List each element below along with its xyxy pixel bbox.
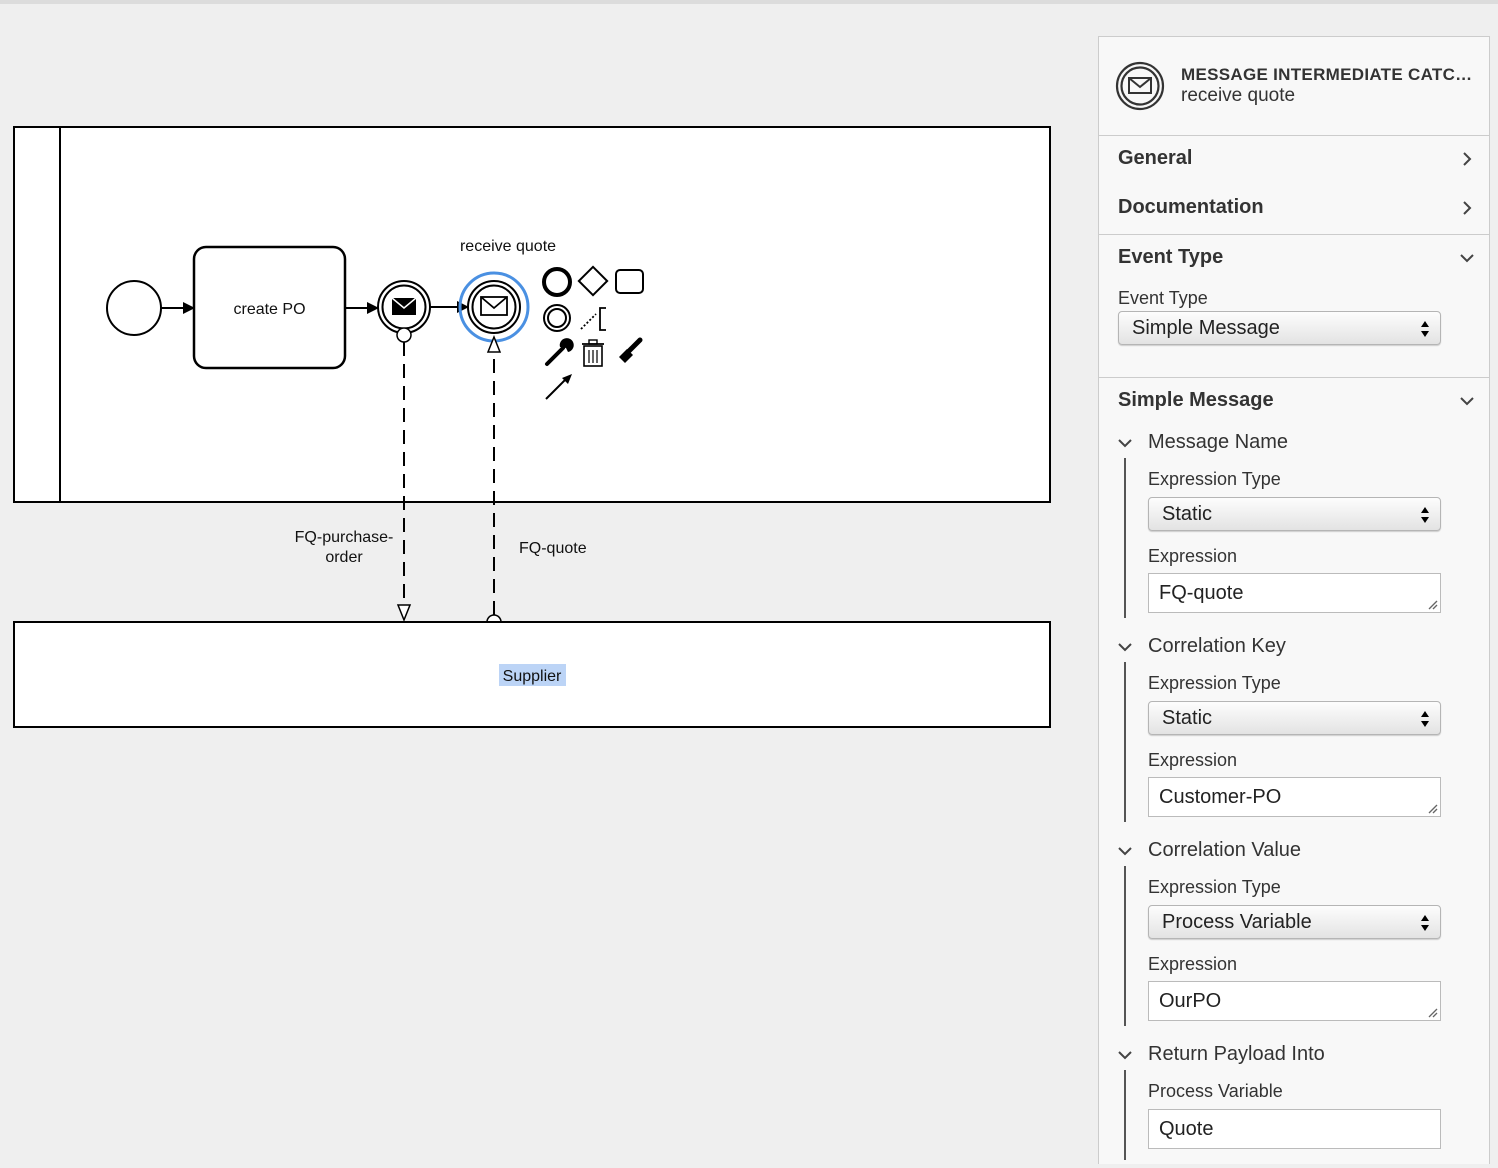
expression-type-label: Expression Type	[1148, 673, 1281, 693]
properties-panel: MESSAGE INTERMEDIATE CATCH EVENT receive…	[1098, 36, 1490, 1164]
chevron-down-icon	[1460, 397, 1474, 406]
select-arrows-icon	[1421, 711, 1429, 727]
group-documentation[interactable]: Documentation	[1099, 185, 1489, 234]
append-gateway-icon[interactable]	[577, 265, 609, 297]
envelope-icon	[1115, 61, 1165, 111]
correlation-key-expression-field[interactable]: Customer-PO	[1148, 777, 1441, 817]
select-value: Process Variable	[1162, 911, 1312, 933]
subsection-bar	[1124, 458, 1126, 618]
group-simple-message-header[interactable]: Simple Message	[1099, 378, 1489, 427]
chevron-down-icon	[1460, 254, 1474, 263]
wrench-icon[interactable]	[545, 338, 574, 366]
chevron-down-icon[interactable]	[1118, 844, 1132, 858]
element-name: receive quote	[1181, 85, 1296, 106]
append-intermediate-event-icon[interactable]	[543, 304, 571, 332]
group-general[interactable]: General	[1099, 136, 1489, 185]
task-label: create PO	[233, 301, 305, 318]
process-pool[interactable]	[13, 126, 1051, 503]
supplier-pool[interactable]: Supplier	[13, 621, 1051, 728]
pool-label: Supplier	[503, 668, 562, 685]
select-arrows-icon	[1421, 507, 1429, 523]
message-catch-event[interactable]: receive quote	[458, 238, 556, 343]
append-text-annotation-icon[interactable]	[580, 307, 606, 331]
top-border	[0, 0, 1498, 4]
event-type-label: Event Type	[1118, 288, 1208, 308]
subsection-bar	[1124, 866, 1126, 1026]
group-event-type: Event Type Event Type Simple Message	[1099, 235, 1489, 377]
chevron-down-icon[interactable]	[1118, 640, 1132, 654]
chevron-down-icon[interactable]	[1118, 1048, 1132, 1062]
correlation-value-expression-field[interactable]: OurPO	[1148, 981, 1441, 1021]
correlation-key-title[interactable]: Correlation Key	[1148, 635, 1286, 657]
task-create-po[interactable]: create PO	[192, 245, 347, 370]
diagram-canvas[interactable]: create PO receive quote	[0, 0, 1090, 1164]
select-arrows-icon	[1421, 321, 1429, 337]
group-title: Simple Message	[1118, 389, 1274, 411]
start-event[interactable]	[106, 280, 162, 336]
context-pad[interactable]	[542, 265, 644, 400]
group-divider	[1099, 377, 1489, 378]
envelope-icon	[480, 296, 508, 316]
field-value: Quote	[1159, 1118, 1214, 1140]
resize-grip-icon[interactable]	[1426, 802, 1438, 814]
expression-label: Expression	[1148, 954, 1238, 974]
connect-arrow-icon[interactable]	[545, 374, 572, 400]
return-payload-variable-field[interactable]: Quote	[1148, 1109, 1441, 1149]
select-value: Static	[1162, 707, 1213, 729]
resize-grip-icon[interactable]	[1426, 1006, 1438, 1018]
correlation-value-expression-type-select[interactable]: Process Variable	[1148, 905, 1441, 939]
expression-type-label: Expression Type	[1148, 877, 1281, 897]
element-type: MESSAGE INTERMEDIATE CATCH EVENT	[1181, 65, 1481, 84]
field-value: Customer-PO	[1159, 786, 1282, 808]
chevron-right-icon	[1463, 152, 1472, 166]
flow-label: order	[325, 549, 363, 566]
append-end-event-icon[interactable]	[542, 267, 572, 297]
chevron-down-icon[interactable]	[1118, 436, 1132, 450]
event-type-select[interactable]: Simple Message	[1118, 311, 1441, 345]
select-value: Static	[1162, 503, 1213, 525]
expression-label: Expression	[1148, 750, 1238, 770]
event-label: receive quote	[460, 238, 556, 255]
group-title: General	[1118, 147, 1193, 169]
subsection-bar	[1124, 1070, 1126, 1160]
expression-type-label: Expression Type	[1148, 469, 1281, 489]
field-value: OurPO	[1159, 990, 1222, 1012]
trash-icon[interactable]	[582, 339, 604, 367]
message-throw-event[interactable]	[377, 280, 431, 334]
label-selection-highlight	[499, 664, 566, 686]
message-name-expression-type-select[interactable]: Static	[1148, 497, 1441, 531]
return-payload-title[interactable]: Return Payload Into	[1148, 1043, 1325, 1065]
message-flow-purchase-order[interactable]: FQ-purchase- order	[295, 327, 412, 623]
flow-label: FQ-purchase-	[295, 529, 394, 546]
flow-label: FQ-quote	[519, 540, 587, 557]
select-arrows-icon	[1421, 915, 1429, 931]
group-title: Event Type	[1118, 246, 1224, 268]
group-event-type-header[interactable]: Event Type	[1099, 235, 1489, 284]
group-divider	[1099, 234, 1489, 235]
message-name-expression-field[interactable]: FQ-quote	[1148, 573, 1441, 613]
group-simple-message: Simple Message Message Name Expression T…	[1099, 378, 1489, 1168]
resize-grip-icon[interactable]	[1426, 598, 1438, 610]
append-task-icon[interactable]	[615, 269, 644, 294]
message-name-title[interactable]: Message Name	[1148, 431, 1289, 453]
correlation-key-expression-type-select[interactable]: Static	[1148, 701, 1441, 735]
chevron-right-icon	[1463, 201, 1472, 215]
paintbrush-icon[interactable]	[619, 337, 643, 363]
panel-header: MESSAGE INTERMEDIATE CATCH EVENT receive…	[1099, 37, 1489, 136]
group-title: Documentation	[1118, 196, 1264, 218]
process-variable-label: Process Variable	[1148, 1081, 1283, 1101]
expression-label: Expression	[1148, 546, 1238, 566]
field-value: FQ-quote	[1159, 582, 1244, 604]
subsection-bar	[1124, 662, 1126, 822]
correlation-value-title[interactable]: Correlation Value	[1148, 839, 1302, 861]
select-value: Simple Message	[1132, 317, 1280, 339]
